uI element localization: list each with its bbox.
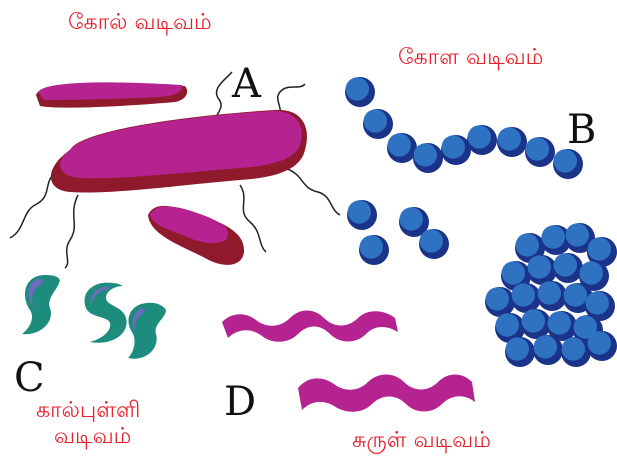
vibrio-1 [22,275,60,334]
diplococci [347,200,449,265]
spiral-1 [222,311,398,342]
letter-c: C [14,356,45,400]
letter-b: B [567,108,596,152]
coccus-cluster-18 [505,337,535,367]
coccus-chain-2 [363,109,393,139]
label-comma-shape-line1: கால்புள்ளி [36,398,140,424]
spiral-bacteria-group [222,311,475,412]
vibrio-bacteria-group [22,275,166,359]
staphylococci-cluster [485,223,617,367]
letter-d: D [224,380,256,424]
coccus-chain-5 [441,135,471,165]
coccus-cluster-19 [533,335,563,365]
coccus-cluster-15 [521,309,551,339]
rod-large-main [51,110,307,193]
letter-a: A [232,62,261,106]
rod-small-top [36,82,187,107]
coccus-cluster-11 [537,281,567,311]
coccus-cluster-9 [485,287,515,317]
coccus-cluster-6 [527,255,557,285]
label-coccus-shape: கோள வடிவம் [398,45,543,71]
diplococcus-1 [347,200,377,230]
spiral-2 [298,375,475,412]
rod-small-bottom [148,206,244,265]
coccus-chain-6 [467,125,497,155]
coccus-chain-9 [553,149,583,179]
coccus-cluster-21 [587,331,617,361]
coccus-chain-1 [345,77,375,107]
coccus-chain-3 [387,133,417,163]
coccus-cluster-20 [561,337,591,367]
diplococcus-4 [419,229,449,259]
coccus-chain-4 [413,143,443,173]
vibrio-3 [128,303,166,359]
rod-bacteria-group [10,72,340,268]
coccus-cluster-10 [511,283,541,313]
cocci-chain [345,77,583,179]
vibrio-2 [85,283,127,343]
label-comma-shape-line2: வடிவம் [54,424,131,450]
coccus-chain-8 [525,137,555,167]
diplococcus-2 [359,235,389,265]
coccus-chain-7 [497,127,527,157]
coccus-cluster-7 [553,253,583,283]
label-rod-shape: கோல் வடிவம் [68,10,212,36]
label-spiral-shape: சுருள் வடிவம் [352,428,491,454]
